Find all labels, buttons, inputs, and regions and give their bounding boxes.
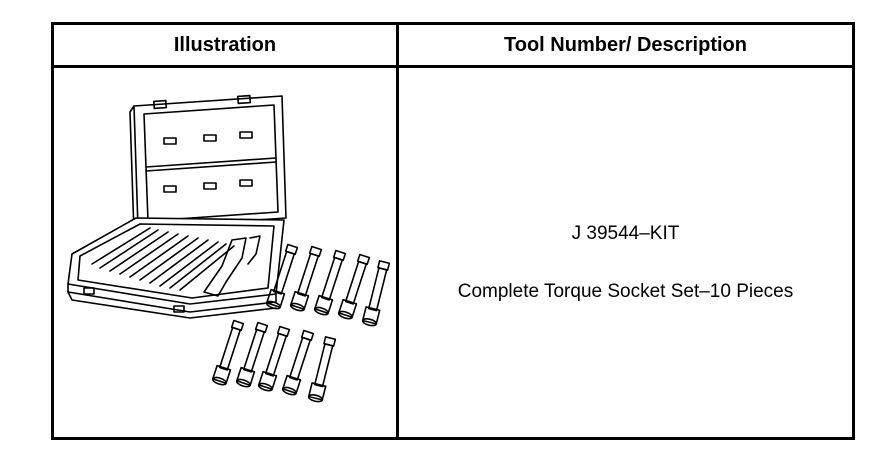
description-cell: J 39544–KIT Complete Torque Socket Set–1…	[396, 65, 855, 440]
tool-number-description-header: Tool Number/ Description	[396, 22, 855, 68]
sockets-lower-row	[211, 319, 337, 403]
torque-socket-set-case-icon	[67, 94, 391, 403]
header-row: Illustration Tool Number/ Description	[51, 22, 855, 68]
table-row: J 39544–KIT Complete Torque Socket Set–1…	[51, 65, 855, 440]
case-base	[67, 217, 285, 319]
illustration-cell	[51, 65, 399, 440]
case-lid	[129, 94, 287, 235]
tool-table: Illustration Tool Number/ Description	[51, 22, 855, 440]
tool-description: Complete Torque Socket Set–10 Pieces	[457, 280, 794, 302]
illustration-header: Illustration	[51, 22, 399, 68]
tool-number: J 39544–KIT	[571, 222, 680, 244]
sockets-upper-row	[265, 243, 391, 327]
